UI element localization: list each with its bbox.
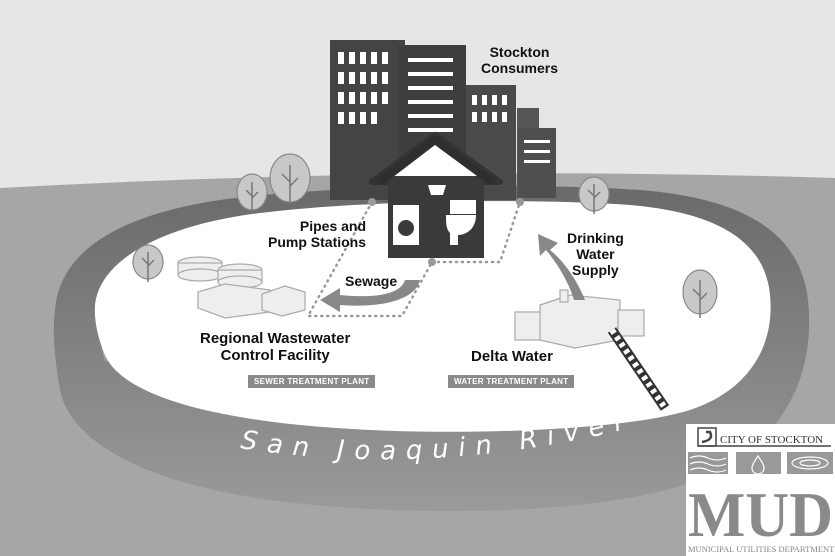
sewer-treatment-badge: SEWER TREATMENT PLANT xyxy=(248,375,376,388)
delta-water-label: Delta Water xyxy=(471,348,553,365)
flow-arrows xyxy=(100,234,626,420)
pipes-pump-stations-label: Pipes and Pump Stations xyxy=(268,218,367,251)
logo-acronym: MUD xyxy=(688,479,833,550)
wastewater-plant xyxy=(177,256,306,319)
drinking-water-supply-label: Drinking Water Supply xyxy=(567,230,624,279)
mud-logo: CITY OF STOCKTON MUD MUNICIPAL UTILITIES… xyxy=(686,424,835,556)
drinking-water-arrow xyxy=(538,234,585,300)
toilet-icon xyxy=(450,200,476,214)
river-label: San Joaquin River xyxy=(239,408,637,466)
river-name: San Joaquin River xyxy=(239,408,627,466)
pipe-lines xyxy=(305,200,522,318)
logo-city-text: CITY OF STOCKTON xyxy=(720,434,823,446)
water-treatment-badge: WATER TREATMENT PLANT xyxy=(448,375,575,388)
logo-graphic: CITY OF STOCKTON MUD MUNICIPAL UTILITIES… xyxy=(686,424,835,556)
pipe-nodes xyxy=(368,198,524,266)
sewage-label: Sewage xyxy=(345,273,398,289)
water-treatment-plant xyxy=(514,289,645,349)
svg-text:San Joaquin River: San Joaquin River xyxy=(239,408,637,466)
house xyxy=(369,132,503,258)
sewage-arrow xyxy=(320,280,420,312)
stockton-consumers-label: Stockton Consumers xyxy=(481,44,559,77)
logo-department: MUNICIPAL UTILITIES DEPARTMENT xyxy=(688,544,835,554)
logo-symbols xyxy=(688,452,833,474)
sink-icon xyxy=(428,185,446,195)
intake-pipe xyxy=(607,327,670,411)
intake-arrow xyxy=(600,355,626,420)
regional-wastewater-label: Regional Wastewater Control Facility xyxy=(200,330,351,365)
discharge-arrow xyxy=(100,300,158,362)
